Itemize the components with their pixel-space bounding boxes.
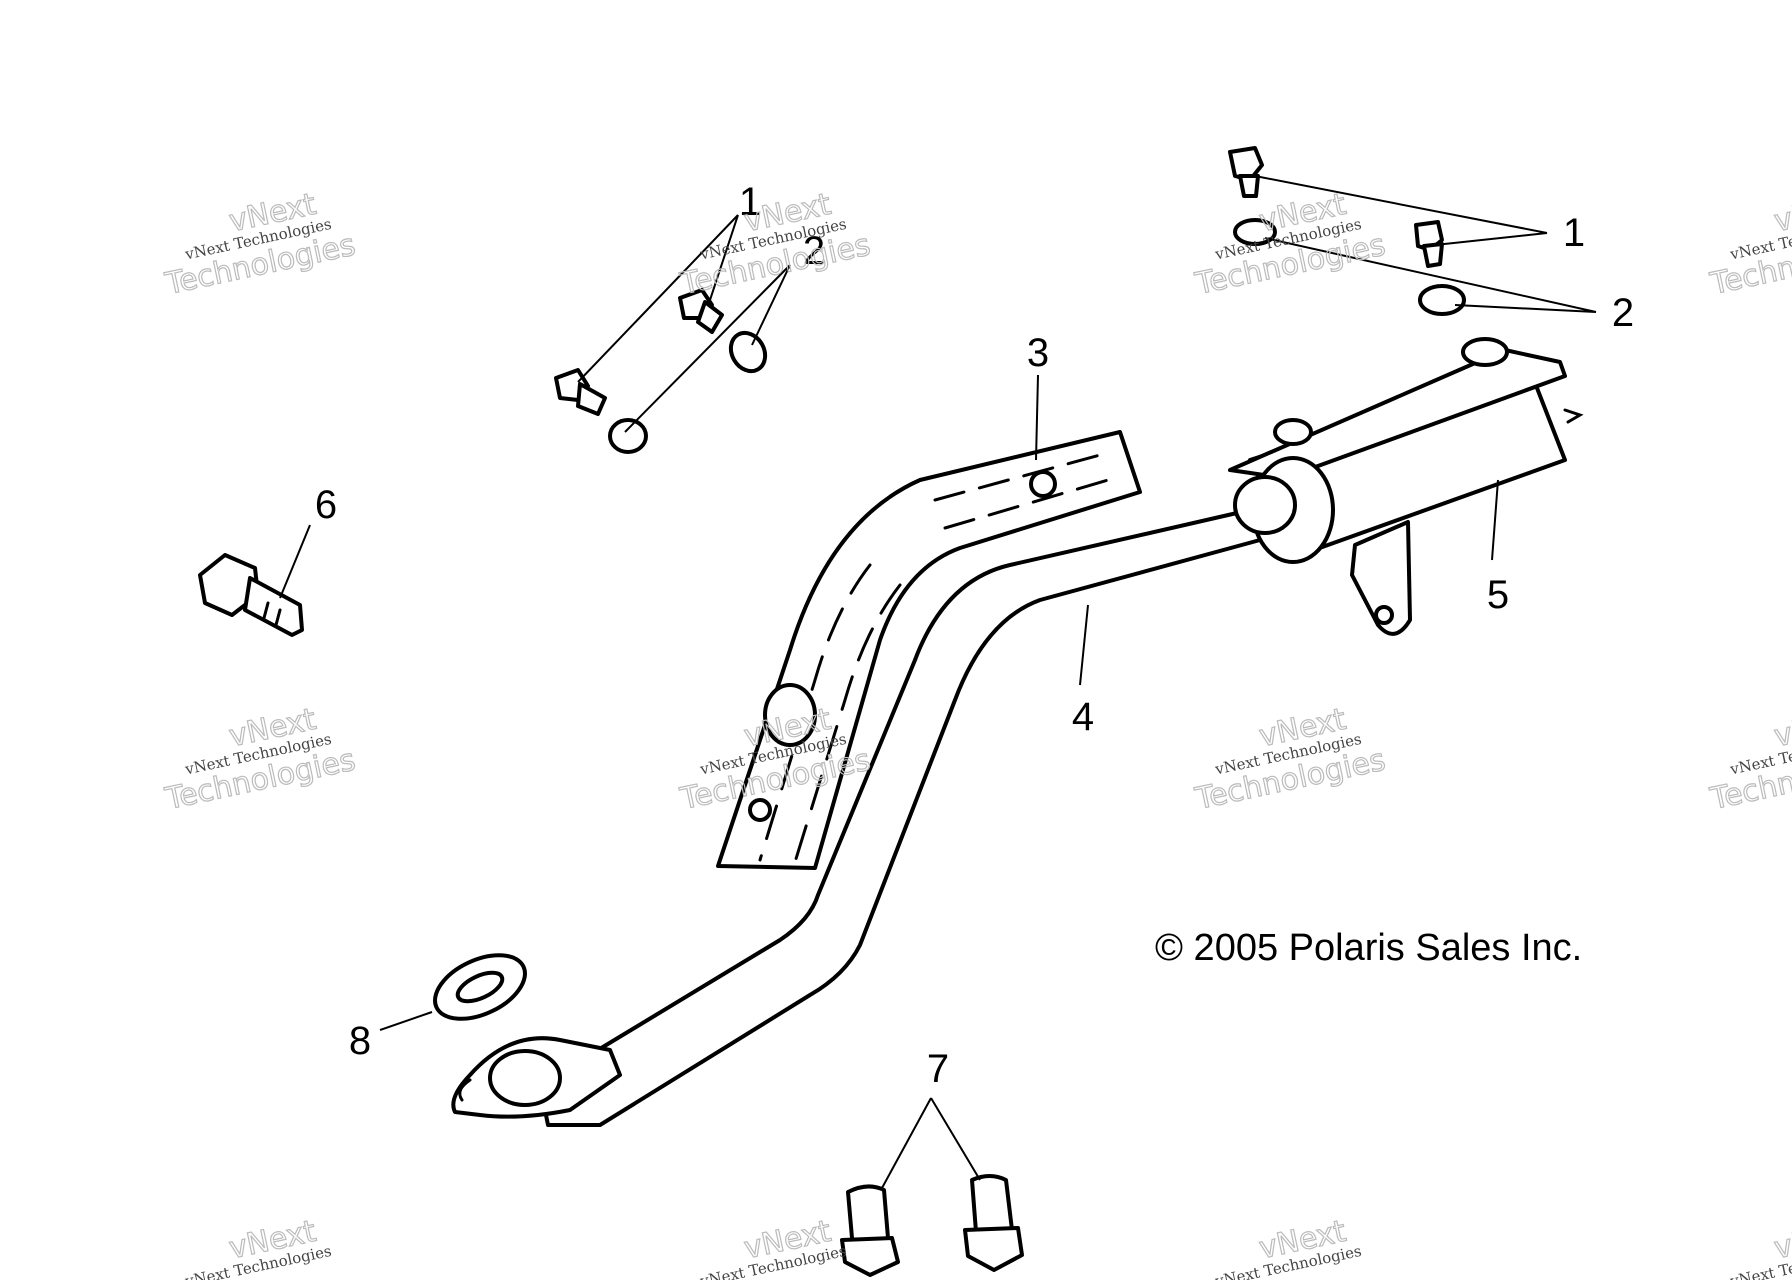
svg-text:vNext: vNext: [1771, 702, 1792, 755]
watermark: vNext vNext Technologies: [183, 1213, 333, 1280]
head-pipe-part-4: [451, 508, 1262, 1127]
bolts-part-1-right: [1228, 146, 1444, 268]
watermark-tiles: vNext vNext Technologies Technologies vN…: [161, 186, 1792, 1280]
callout-1-left: 1: [739, 180, 761, 224]
watermark: vNext vNext Technologies Technologies: [1191, 186, 1389, 302]
watermark: vNext vNext Technologies Technologies: [1191, 701, 1389, 817]
bolt-part-6: [198, 553, 304, 637]
watermark: vNext vNext Technologies: [1728, 1213, 1792, 1280]
washers-part-2-left: [608, 330, 768, 454]
watermark: vNext vNext Technologies: [698, 1213, 848, 1280]
callout-6: 6: [315, 483, 337, 527]
watermark: vNext vNext Technologies Technologies: [161, 701, 359, 817]
callout-labels: 1 2 1 2 3 4 5 6 7 8: [315, 180, 1634, 1091]
svg-text:vNext: vNext: [1771, 187, 1792, 240]
bolts-part-1-left: [554, 288, 724, 416]
callout-5: 5: [1487, 573, 1509, 617]
watermark: vNext vNext Technologies: [1213, 1213, 1363, 1280]
watermark: vNext vNext Technologies Technologies: [161, 186, 359, 302]
copyright-notice: © 2005 Polaris Sales Inc.: [1155, 927, 1582, 969]
bolts-part-7: [840, 1174, 1024, 1277]
svg-text:vNext: vNext: [1771, 1214, 1792, 1267]
watermark: vNext vNext Technologies Technologies: [1706, 701, 1792, 817]
callout-4: 4: [1072, 695, 1094, 739]
callout-8: 8: [349, 1019, 371, 1063]
leader-lines: [279, 174, 1597, 1189]
callout-7: 7: [927, 1047, 949, 1091]
watermark: vNext vNext Technologies Technologies: [1706, 186, 1792, 302]
callout-2-left: 2: [803, 229, 825, 273]
callout-3: 3: [1027, 331, 1049, 375]
gasket-part-8: [433, 953, 527, 1021]
callout-1-right: 1: [1563, 211, 1585, 255]
heat-shield-part-3: [716, 430, 1142, 870]
callout-2-right: 2: [1612, 291, 1634, 335]
muffler-part-5: [1228, 337, 1584, 636]
